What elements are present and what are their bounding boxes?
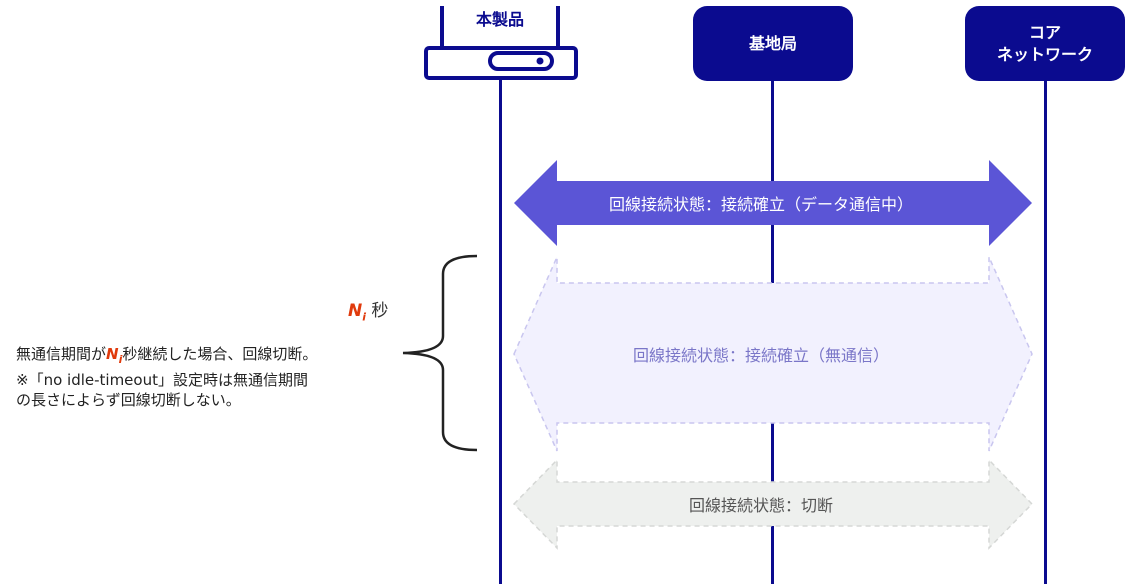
connected-data-arrow xyxy=(514,160,1032,246)
timeout-symbol: Ni xyxy=(348,301,367,324)
connected-idle-label: 回線接続状態：接続確立（無通信） xyxy=(632,346,889,365)
timeout-unit: 秒 xyxy=(371,301,389,321)
curly-brace-icon xyxy=(402,254,478,452)
note-line-2: ※「no idle-timeout」設定時は無通信期間 xyxy=(16,371,308,389)
note-timeout-symbol: Ni xyxy=(106,345,123,366)
connected-idle-arrow xyxy=(513,256,1033,452)
device-lifeline xyxy=(499,78,502,584)
disconnected-arrow xyxy=(512,458,1034,550)
device-label: 本製品 xyxy=(475,10,524,29)
timeout-note: 無通信期間がNi秒継続した場合、回線切断。 ※「no idle-timeout」… xyxy=(16,344,396,410)
disconnected-label: 回線接続状態：切断 xyxy=(688,496,833,515)
timeout-label: Ni 秒 xyxy=(348,296,388,323)
note-line-1: 無通信期間がNi秒継続した場合、回線切断。 xyxy=(16,345,318,366)
note-line-3: の長さによらず回線切断しない。 xyxy=(16,391,241,409)
core-network-lifeline xyxy=(1044,78,1047,584)
core-network-node: コア ネットワーク xyxy=(965,6,1125,81)
base-station-node: 基地局 xyxy=(693,6,853,81)
router-icon xyxy=(424,4,578,80)
connected-data-label: 回線接続状態：接続確立（データ通信中） xyxy=(608,195,913,214)
